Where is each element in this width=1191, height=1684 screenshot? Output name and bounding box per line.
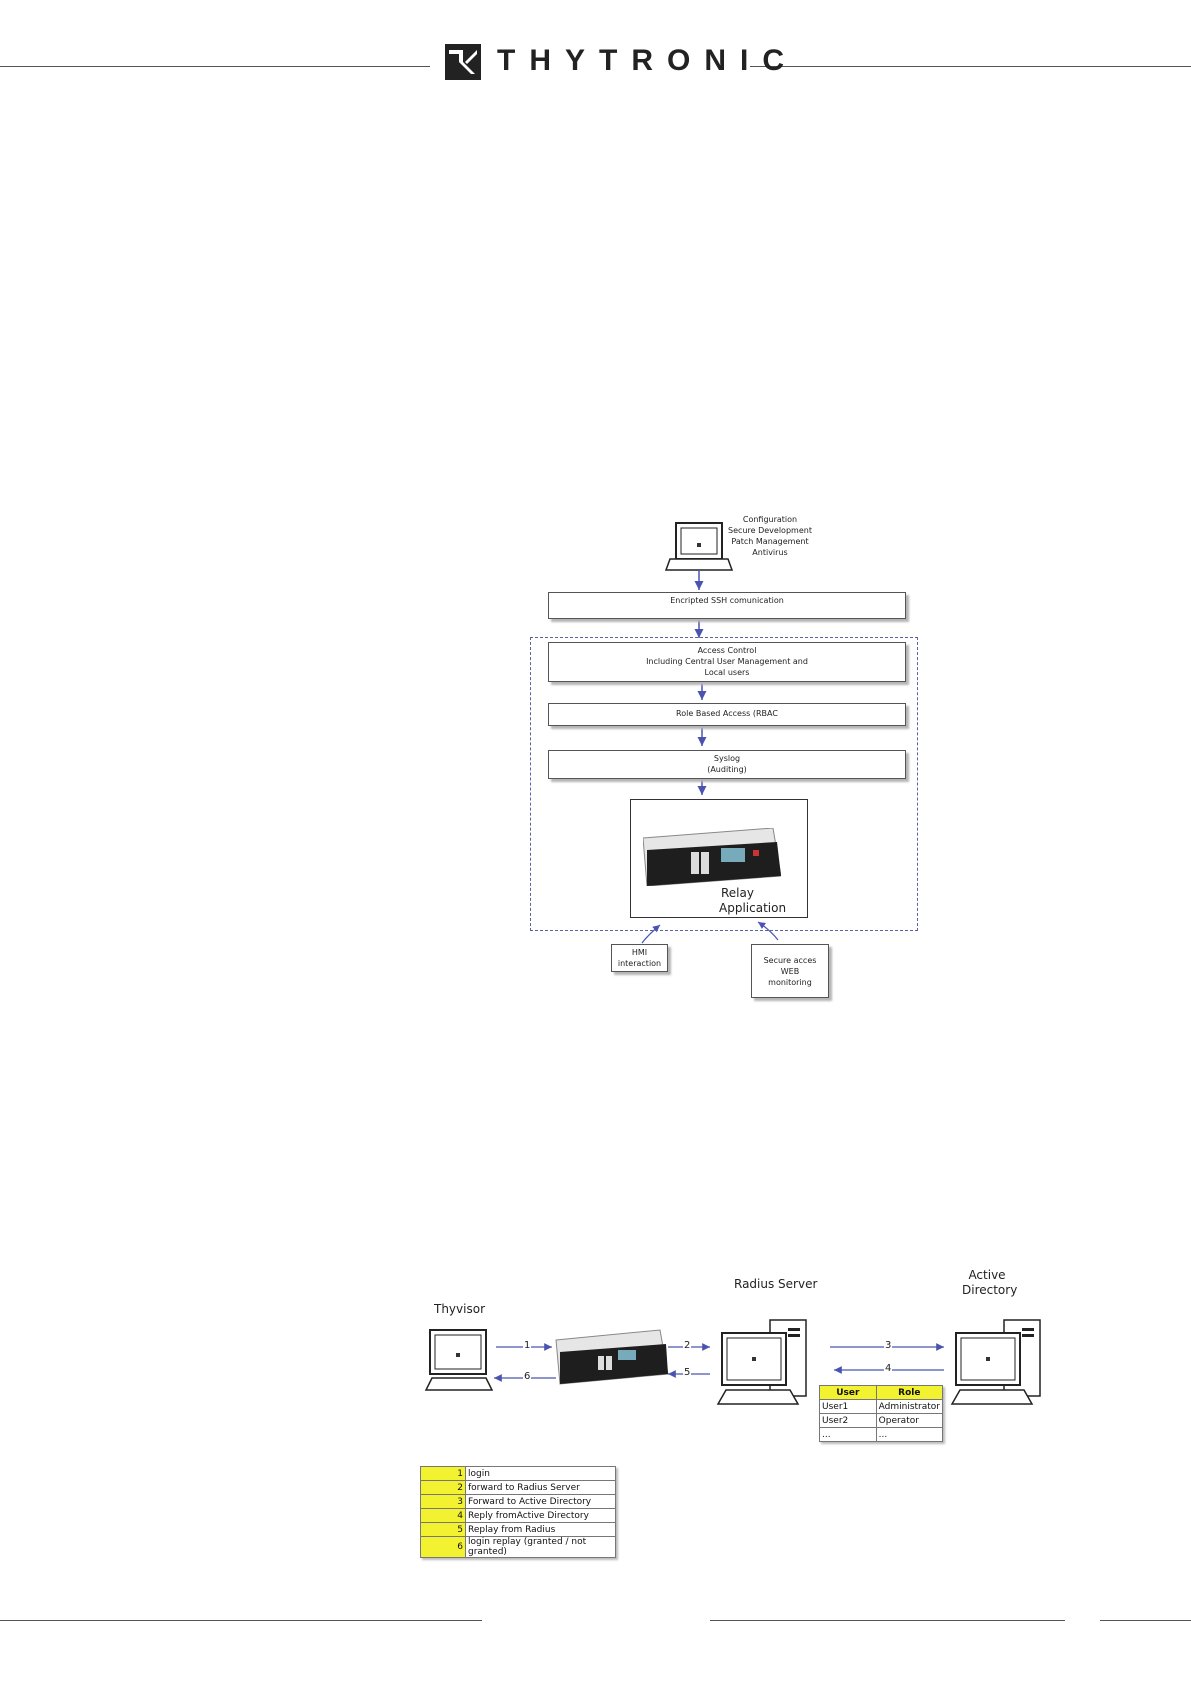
active-directory-label: Active Directory bbox=[962, 1268, 1018, 1298]
note-configuration: Configuration bbox=[742, 515, 798, 524]
hmi-callout-box: HMI interaction bbox=[611, 944, 668, 972]
user-header: User bbox=[819, 1385, 877, 1400]
legend-row: 1 login bbox=[420, 1466, 616, 1481]
footer-rule-middle bbox=[710, 1620, 1065, 1621]
relay-device-icon bbox=[555, 1329, 669, 1385]
access-control-title: Access Control bbox=[697, 646, 757, 655]
legend-text: forward to Radius Server bbox=[465, 1480, 616, 1495]
legend-row: 4 Reply fromActive Directory bbox=[420, 1508, 616, 1523]
note-patch-management: Patch Management bbox=[731, 537, 809, 546]
note-antivirus: Antivirus bbox=[752, 548, 788, 557]
legend-text: login replay (granted / not granted) bbox=[465, 1536, 616, 1558]
radius-server-label: Radius Server bbox=[734, 1277, 818, 1291]
legend-num: 1 bbox=[420, 1466, 466, 1481]
thyvisor-computer-icon bbox=[424, 1329, 494, 1391]
table-row: User1 Administrator bbox=[819, 1399, 944, 1414]
user-role-table: User Role User1 Administrator User2 Oper… bbox=[819, 1385, 944, 1442]
role-header: Role bbox=[875, 1385, 944, 1400]
web-line2: WEB bbox=[780, 967, 800, 976]
brand-name: THYTRONIC bbox=[497, 44, 798, 77]
user-cell: User2 bbox=[819, 1413, 877, 1428]
header-rule-right bbox=[750, 66, 1191, 67]
arrow-label-2: 2 bbox=[683, 1340, 692, 1351]
legend-text: Forward to Active Directory bbox=[465, 1494, 616, 1509]
legend-row: 3 Forward to Active Directory bbox=[420, 1494, 616, 1509]
role-cell: ... bbox=[875, 1427, 944, 1442]
workstation-notes: Configuration Secure Development Patch M… bbox=[720, 514, 820, 558]
thyvisor-label: Thyvisor bbox=[434, 1302, 485, 1316]
relay-title: Relay bbox=[721, 886, 754, 900]
relay-subtitle: Application bbox=[719, 901, 787, 915]
access-control-line2: Including Central User Management and bbox=[646, 657, 808, 666]
table-row: User2 Operator bbox=[819, 1413, 944, 1428]
user-cell: User1 bbox=[819, 1399, 877, 1414]
arrow-label-5: 5 bbox=[683, 1367, 692, 1378]
legend-text: login bbox=[465, 1466, 616, 1481]
footer-rule-right bbox=[1100, 1620, 1191, 1621]
note-secure-development: Secure Development bbox=[728, 526, 812, 535]
web-line3: monitoring bbox=[768, 978, 812, 987]
role-cell: Administrator bbox=[875, 1399, 944, 1414]
active-directory-line2: Directory bbox=[962, 1283, 1018, 1297]
hmi-subtitle: interaction bbox=[617, 959, 662, 968]
access-control-box: Access Control Including Central User Ma… bbox=[548, 642, 906, 682]
rbac-label: Role Based Access (RBAC bbox=[676, 709, 778, 718]
brand-logo-icon bbox=[445, 44, 481, 80]
radius-server-computer-icon bbox=[716, 1319, 807, 1405]
relay-application-box: Relay Application bbox=[630, 799, 808, 918]
active-directory-line1: Active bbox=[968, 1268, 1006, 1282]
legend-num: 5 bbox=[420, 1522, 466, 1537]
role-cell: Operator bbox=[875, 1413, 944, 1428]
laptop-icon bbox=[664, 522, 734, 571]
legend-row: 2 forward to Radius Server bbox=[420, 1480, 616, 1495]
legend-text: Reply fromActive Directory bbox=[465, 1508, 616, 1523]
table-row: ... ... bbox=[819, 1427, 944, 1442]
arrow-label-4: 4 bbox=[884, 1363, 893, 1374]
syslog-box: Syslog (Auditing) bbox=[548, 750, 906, 779]
web-line1: Secure acces bbox=[763, 956, 817, 965]
header-rule-left bbox=[0, 66, 430, 67]
syslog-title: Syslog bbox=[713, 754, 741, 763]
rbac-box: Role Based Access (RBAC bbox=[548, 703, 906, 726]
footer-rule-left bbox=[0, 1620, 482, 1621]
relay-device-image bbox=[643, 828, 781, 886]
legend-num: 4 bbox=[420, 1508, 466, 1523]
legend-row: 6 login replay (granted / not granted) bbox=[420, 1536, 616, 1558]
ssh-communication-label: Encripted SSH comunication bbox=[670, 596, 784, 605]
web-callout-box: Secure acces WEB monitoring bbox=[751, 944, 829, 998]
access-control-line3: Local users bbox=[704, 668, 750, 677]
legend-num: 6 bbox=[420, 1536, 466, 1558]
legend-text: Replay from Radius bbox=[465, 1522, 616, 1537]
device-boundary bbox=[530, 637, 918, 931]
legend-num: 2 bbox=[420, 1480, 466, 1495]
arrow-label-6: 6 bbox=[523, 1371, 532, 1382]
arrow-label-1: 1 bbox=[523, 1340, 532, 1351]
ssh-communication-box: Encripted SSH comunication bbox=[548, 592, 906, 619]
user-cell: ... bbox=[819, 1427, 877, 1442]
steps-legend-table: 1 login 2 forward to Radius Server 3 For… bbox=[420, 1466, 616, 1558]
legend-row: 5 Replay from Radius bbox=[420, 1522, 616, 1537]
hmi-title: HMI bbox=[631, 948, 648, 957]
legend-num: 3 bbox=[420, 1494, 466, 1509]
active-directory-computer-icon bbox=[950, 1319, 1041, 1405]
arrow-label-3: 3 bbox=[884, 1340, 893, 1351]
syslog-subtitle: (Auditing) bbox=[707, 765, 747, 774]
